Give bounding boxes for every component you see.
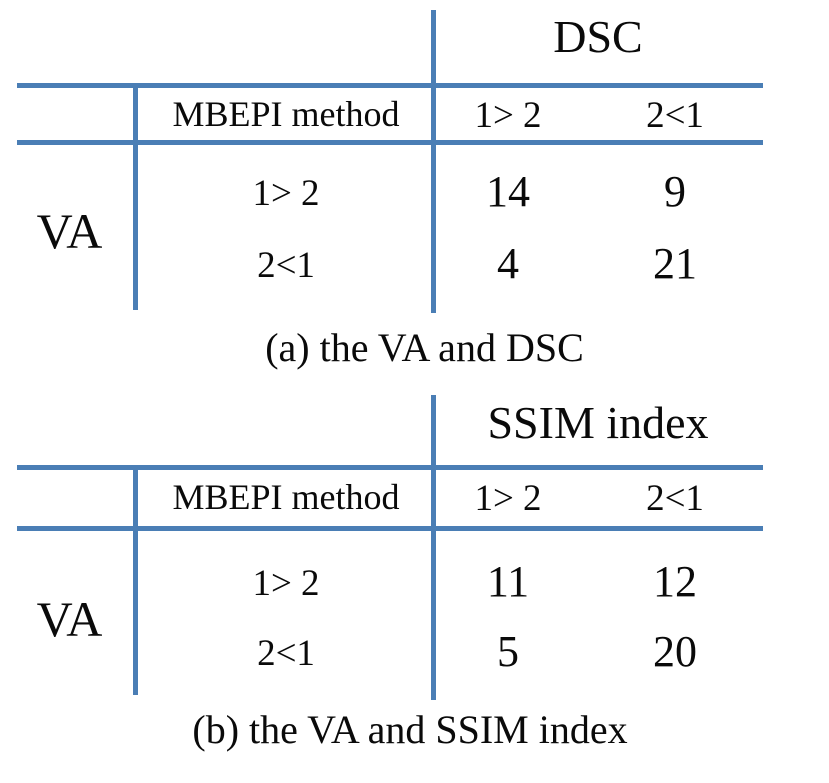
table-a-method-header: MBEPI method: [172, 94, 400, 134]
table-b-row2-label: 2<1: [257, 633, 315, 674]
table-a-vertical-rule-left: [133, 85, 138, 310]
table-b-method-header: MBEPI method: [172, 477, 400, 517]
table-a-row-group-label: VA: [36, 203, 103, 259]
table-b-measure-header: SSIM index: [487, 397, 709, 448]
table-b-caption: (b) the VA and SSIM index: [192, 707, 628, 752]
table-a-row1-value1: 14: [486, 167, 530, 216]
table-a-row2-value1: 4: [497, 239, 519, 288]
table-b-vertical-rule-center: [431, 395, 436, 700]
table-b-row1-label: 1> 2: [252, 563, 320, 604]
table-b-vertical-rule-left: [133, 467, 138, 695]
table-a-row2-value2: 21: [653, 239, 697, 288]
table-a-horizontal-rule-bottom: [17, 140, 763, 145]
table-b-col-header-1: 1> 2: [474, 478, 542, 519]
table-b-horizontal-rule-top: [17, 465, 763, 470]
table-a-row1-label: 1> 2: [252, 173, 320, 214]
table-a-col-header-1: 1> 2: [474, 95, 542, 136]
table-a-vertical-rule-center: [431, 10, 436, 313]
table-b-row2-value2: 20: [653, 627, 697, 676]
table-a-col-header-2: 2<1: [646, 95, 704, 136]
table-a-row1-value2: 9: [664, 167, 686, 216]
table-a-measure-header: DSC: [553, 11, 643, 62]
table-b-row2-value1: 5: [497, 627, 519, 676]
table-a-horizontal-rule-top: [17, 83, 763, 88]
table-a-caption: (a) the VA and DSC: [265, 325, 584, 370]
table-a-row2-label: 2<1: [257, 245, 315, 286]
table-b-col-header-2: 2<1: [646, 478, 704, 519]
table-b-horizontal-rule-bottom: [17, 526, 763, 531]
table-b-row-group-label: VA: [36, 591, 103, 647]
table-b-row1-value1: 11: [486, 557, 530, 606]
table-b-row1-value2: 12: [653, 557, 697, 606]
